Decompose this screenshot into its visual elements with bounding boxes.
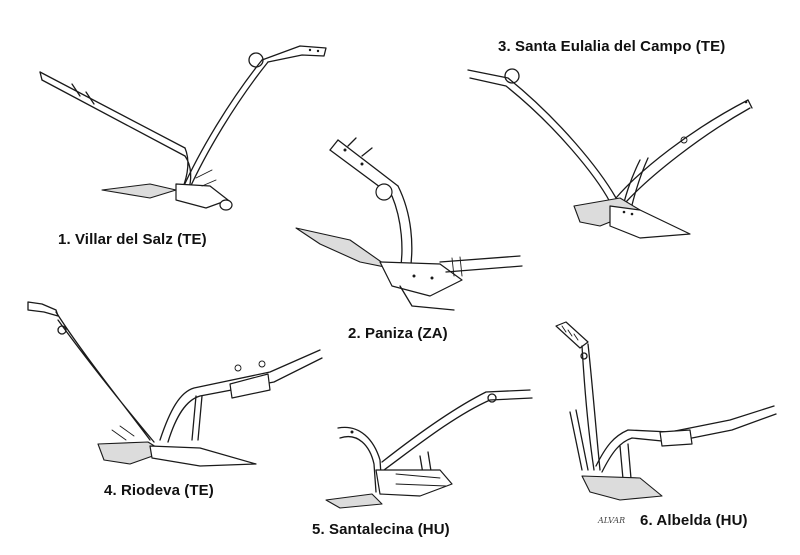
caption-villar-del-salz: 1. Villar del Salz (TE) bbox=[58, 231, 207, 248]
caption-riodeva: 4. Riodeva (TE) bbox=[104, 482, 214, 499]
caption-santa-eulalia-del-campo: 3. Santa Eulalia del Campo (TE) bbox=[498, 38, 726, 55]
caption-santalecina: 5. Santalecina (HU) bbox=[312, 521, 450, 538]
caption-paniza: 2. Paniza (ZA) bbox=[348, 325, 448, 342]
caption-albelda: 6. Albelda (HU) bbox=[640, 512, 748, 529]
artist-signature: ALVAR bbox=[598, 516, 626, 525]
